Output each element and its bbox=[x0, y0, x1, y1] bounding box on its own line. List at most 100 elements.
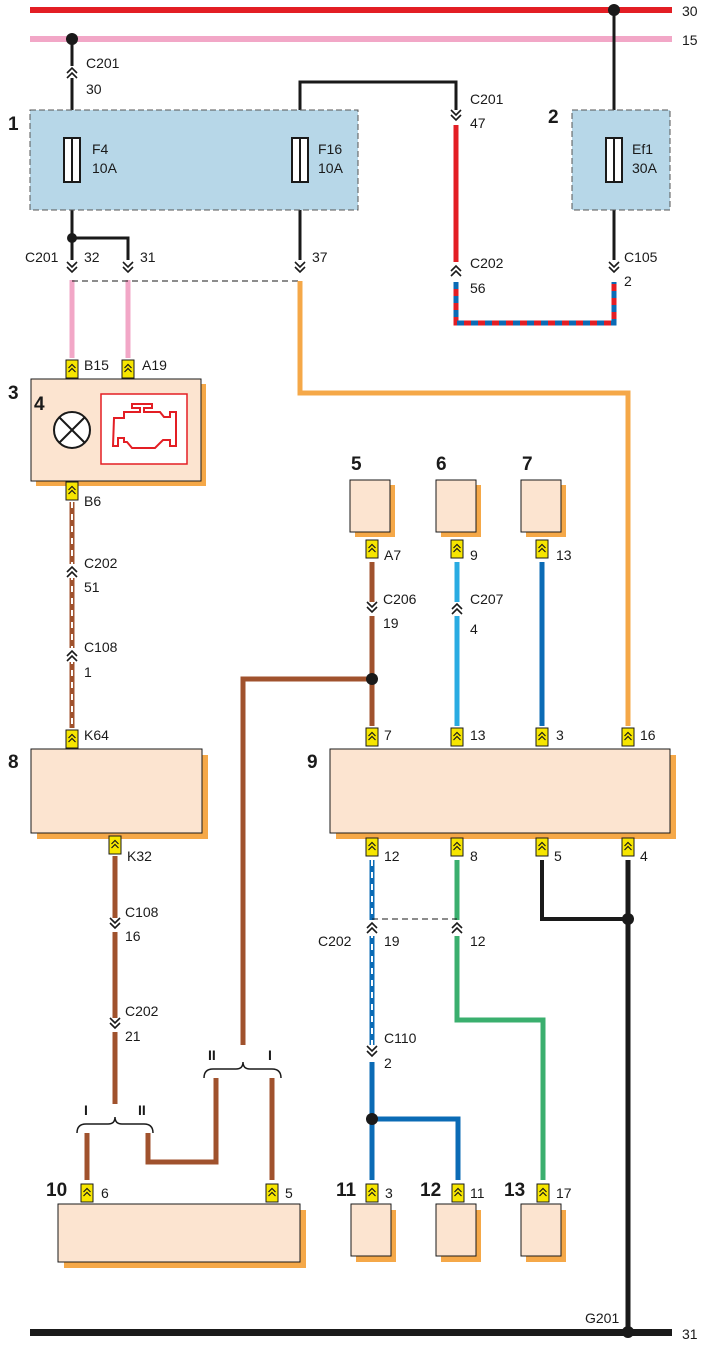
rail-31-line bbox=[30, 1329, 672, 1336]
fuse-f16-rating: 10A bbox=[318, 160, 344, 176]
rail-30-label: 30 bbox=[682, 3, 698, 19]
connector-c108-label: C108 bbox=[125, 904, 159, 920]
pin-label: 8 bbox=[470, 848, 478, 864]
connector-c207-pin: 4 bbox=[470, 621, 478, 637]
pin-label: 9 bbox=[470, 547, 478, 563]
module-6 bbox=[435, 479, 477, 533]
brown-wire-branch bbox=[240, 676, 372, 1045]
connector-c110-label: C110 bbox=[384, 1030, 417, 1046]
variant-label: I bbox=[268, 1047, 272, 1063]
component-9-number: 9 bbox=[307, 752, 318, 773]
ground-g201-label: G201 bbox=[585, 1310, 619, 1326]
module-13 bbox=[520, 1203, 562, 1257]
connector-pin: 37 bbox=[312, 249, 328, 265]
pin-label: 13 bbox=[470, 727, 486, 743]
connector-c202-pin: 12 bbox=[470, 933, 486, 949]
lamp-icon bbox=[53, 411, 91, 449]
rail-31-label: 31 bbox=[682, 1326, 698, 1342]
connector-c202-label: C202 bbox=[470, 255, 504, 271]
pin-label: K64 bbox=[84, 727, 109, 743]
connector-c202-pin: 56 bbox=[470, 280, 486, 296]
connector-c207-label: C207 bbox=[470, 591, 504, 607]
variant-label: II bbox=[208, 1047, 216, 1063]
connector-c202-pin: 51 bbox=[84, 579, 100, 595]
component-5-number: 5 bbox=[351, 454, 362, 475]
fuse-ef1-rating: 30A bbox=[632, 160, 658, 176]
pin-label: A19 bbox=[142, 357, 167, 373]
module-9 bbox=[329, 748, 671, 834]
fuse-f16-name: F16 bbox=[318, 141, 342, 157]
red-blue-wire-stripe bbox=[453, 282, 617, 326]
rail-15-label: 15 bbox=[682, 32, 698, 48]
variant-label: II bbox=[138, 1102, 146, 1118]
component-10-number: 10 bbox=[46, 1180, 67, 1201]
orange-wire bbox=[297, 281, 631, 726]
connector-c202-pin: 19 bbox=[384, 933, 400, 949]
rail-30-line bbox=[30, 7, 672, 13]
module-7 bbox=[520, 479, 562, 533]
connector-c201-label: C201 bbox=[86, 55, 120, 71]
connector-c202-label: C202 bbox=[318, 933, 352, 949]
component-3-number: 3 bbox=[8, 383, 19, 404]
connector-c201-pin: 30 bbox=[86, 81, 102, 97]
pin-label: 16 bbox=[640, 727, 656, 743]
pin-label: 3 bbox=[556, 727, 564, 743]
fuse-f4-rating: 10A bbox=[92, 160, 118, 176]
splice-dot bbox=[608, 4, 620, 16]
fuse-f4-name: F4 bbox=[92, 141, 109, 157]
connector-pin: 31 bbox=[140, 249, 156, 265]
component-7-number: 7 bbox=[522, 454, 533, 475]
connector-c202-pin: 21 bbox=[125, 1028, 141, 1044]
pin-label: 12 bbox=[384, 848, 400, 864]
pin-label: 11 bbox=[470, 1185, 485, 1201]
rail-15-line bbox=[30, 36, 672, 42]
connector-c202-label: C202 bbox=[84, 555, 118, 571]
blue-wire-branch bbox=[372, 1116, 461, 1180]
pin-label: 5 bbox=[554, 848, 562, 864]
connector-c108-label: C108 bbox=[84, 639, 118, 655]
check-engine-icon bbox=[100, 393, 188, 465]
connector-c108-pin: 16 bbox=[125, 928, 141, 944]
module-8 bbox=[30, 748, 203, 834]
connector-c201-label: C201 bbox=[25, 249, 59, 265]
component-4-number: 4 bbox=[34, 394, 45, 415]
component-1-number: 1 bbox=[8, 114, 19, 135]
connector-pin: 32 bbox=[84, 249, 100, 265]
splice-dot bbox=[622, 913, 634, 925]
pin-label: 4 bbox=[640, 848, 648, 864]
component-11-number: 11 bbox=[336, 1180, 357, 1201]
splice-dot bbox=[366, 1113, 378, 1125]
connector-c202-label: C202 bbox=[125, 1003, 159, 1019]
connector-c201-label: C201 bbox=[470, 91, 504, 107]
pin-label: B6 bbox=[84, 493, 101, 509]
connector-c110-pin: 2 bbox=[384, 1055, 392, 1071]
component-13-number: 13 bbox=[504, 1180, 525, 1201]
pin-label: 13 bbox=[556, 547, 572, 563]
ground-point-g201 bbox=[622, 1326, 634, 1338]
splice-dot bbox=[66, 33, 78, 45]
splice-dot bbox=[366, 673, 378, 685]
connector-c108-pin: 1 bbox=[84, 664, 92, 680]
module-12 bbox=[435, 1203, 477, 1257]
connector-c206-pin: 19 bbox=[383, 615, 399, 631]
pin-label: 7 bbox=[384, 727, 392, 743]
module-5 bbox=[349, 479, 391, 533]
connector-c201-pin: 47 bbox=[470, 115, 486, 131]
splice-dot bbox=[67, 233, 77, 243]
pin-label: 3 bbox=[385, 1185, 393, 1201]
fuse-ef1-name: Ef1 bbox=[632, 141, 653, 157]
pin-label: 5 bbox=[285, 1185, 293, 1201]
module-10 bbox=[57, 1203, 301, 1263]
pin-label: A7 bbox=[384, 547, 401, 563]
module-11 bbox=[350, 1203, 392, 1257]
green-wire bbox=[454, 860, 546, 1180]
variant-braces bbox=[76, 1061, 282, 1134]
ground-wire-pin5 bbox=[540, 860, 628, 921]
component-8-number: 8 bbox=[8, 752, 19, 773]
connector-c105-label: C105 bbox=[624, 249, 658, 265]
component-2-number: 2 bbox=[548, 107, 559, 128]
pin-label: 17 bbox=[556, 1185, 572, 1201]
pin-label: 6 bbox=[101, 1185, 109, 1201]
component-12-number: 12 bbox=[420, 1180, 441, 1201]
